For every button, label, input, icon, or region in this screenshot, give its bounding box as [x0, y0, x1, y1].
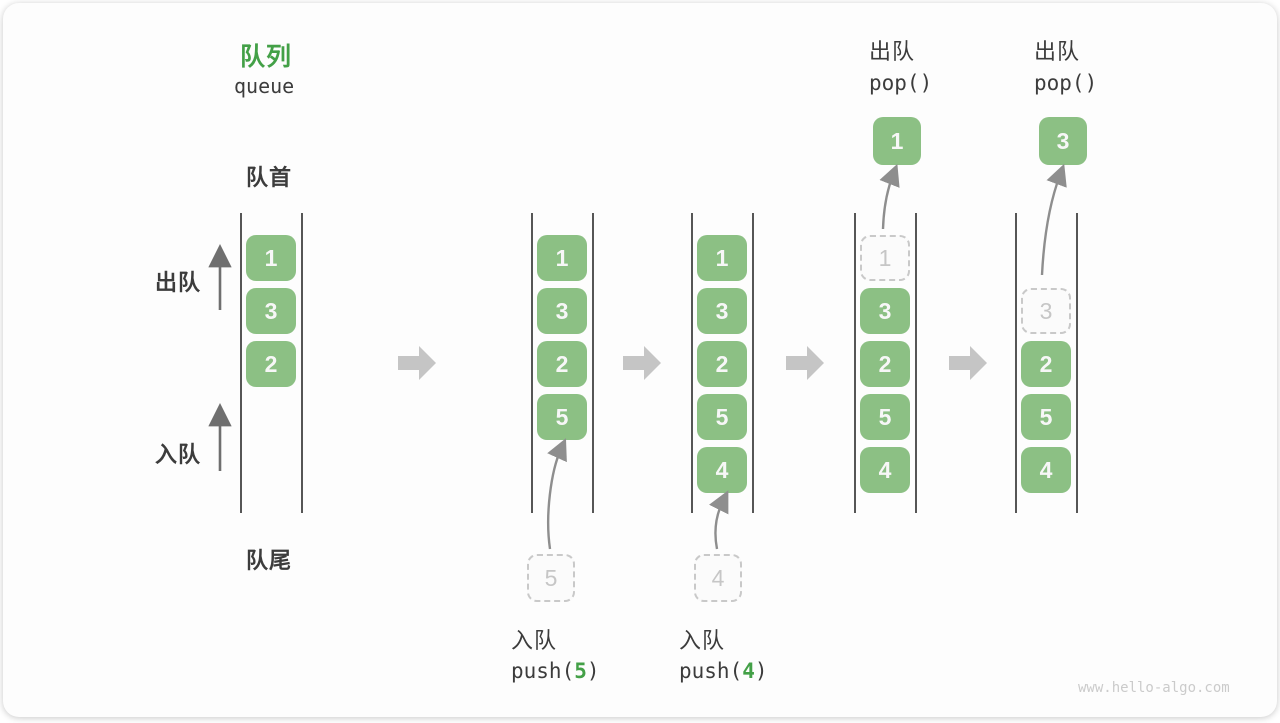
queue3-left-wall — [691, 213, 693, 513]
label-dequeue-col5: 出队 — [1034, 39, 1081, 64]
transition-arrow-4 — [949, 346, 987, 380]
queue5-element: 2 — [1021, 341, 1071, 387]
queue1-element: 1 — [246, 235, 296, 281]
queue3-element: 3 — [697, 288, 747, 334]
queue4-element: 2 — [860, 341, 910, 387]
queue4-right-wall — [915, 213, 917, 513]
queue4-element: 3 — [860, 288, 910, 334]
push5-arrow — [547, 438, 567, 550]
push5-prefix: push( — [511, 659, 575, 683]
pop1-arrow — [879, 163, 900, 230]
queue2-right-wall — [592, 213, 594, 513]
label-queue-rear: 队尾 — [246, 548, 293, 573]
label-dequeue-side: 出队 — [155, 270, 202, 295]
label-push5: push(5) — [511, 659, 600, 683]
queue5-right-wall — [1076, 213, 1078, 513]
queue4-left-wall — [854, 213, 856, 513]
queue3-element: 4 — [697, 447, 747, 493]
push5-arg: 5 — [574, 659, 587, 683]
label-queue-front: 队首 — [246, 165, 293, 190]
queue1-element: 3 — [246, 288, 296, 334]
transition-arrow-2 — [623, 346, 661, 380]
queue2-left-wall — [531, 213, 533, 513]
queue1-element: 2 — [246, 341, 296, 387]
push4-prefix: push( — [679, 659, 743, 683]
queue3-element: 2 — [697, 341, 747, 387]
push5-suffix: ) — [586, 659, 600, 683]
label-enqueue-col3: 入队 — [679, 628, 726, 653]
queue2-incoming-element: 5 — [527, 554, 575, 602]
push4-arg: 4 — [742, 659, 755, 683]
label-enqueue-col2: 入队 — [511, 628, 558, 653]
queue5-ghost-element: 3 — [1021, 288, 1071, 334]
push4-suffix: ) — [754, 659, 768, 683]
diagram-title-en: queue — [234, 74, 295, 98]
push4-arrow — [709, 490, 729, 550]
queue2-element: 3 — [537, 288, 587, 334]
queue5-element: 5 — [1021, 394, 1071, 440]
queue2-element: 1 — [537, 235, 587, 281]
diagram-title-zh: 队列 — [240, 43, 293, 71]
queue3-element: 5 — [697, 394, 747, 440]
queue4-ghost-element: 1 — [860, 235, 910, 281]
queue5-element: 4 — [1021, 447, 1071, 493]
transition-arrow-1 — [398, 346, 436, 380]
label-push4: push(4) — [679, 659, 768, 683]
label-enqueue-side: 入队 — [155, 442, 202, 467]
pop3-arrow — [1040, 163, 1067, 276]
queue3-incoming-element: 4 — [694, 554, 742, 602]
transition-arrow-3 — [786, 346, 824, 380]
queue2-element: 2 — [537, 341, 587, 387]
diagram-card: 队列 queue 队首 出队 入队 队尾 出队 pop() 出队 pop() 1… — [3, 3, 1277, 717]
queue4-popped-element: 1 — [873, 117, 921, 165]
arrows-overlay — [208, 163, 1067, 550]
queue3-right-wall — [752, 213, 754, 513]
watermark: www.hello-algo.com — [1078, 680, 1230, 696]
label-pop-col4: pop() — [869, 71, 933, 95]
queue2-element: 5 — [537, 394, 587, 440]
queue3-element: 1 — [697, 235, 747, 281]
queue5-popped-element: 3 — [1039, 117, 1087, 165]
queue1-left-wall — [240, 213, 242, 513]
label-pop-col5: pop() — [1034, 71, 1098, 95]
queue5-left-wall — [1015, 213, 1017, 513]
label-dequeue-col4: 出队 — [869, 39, 916, 64]
queue4-element: 5 — [860, 394, 910, 440]
queue1-right-wall — [301, 213, 303, 513]
queue4-element: 4 — [860, 447, 910, 493]
